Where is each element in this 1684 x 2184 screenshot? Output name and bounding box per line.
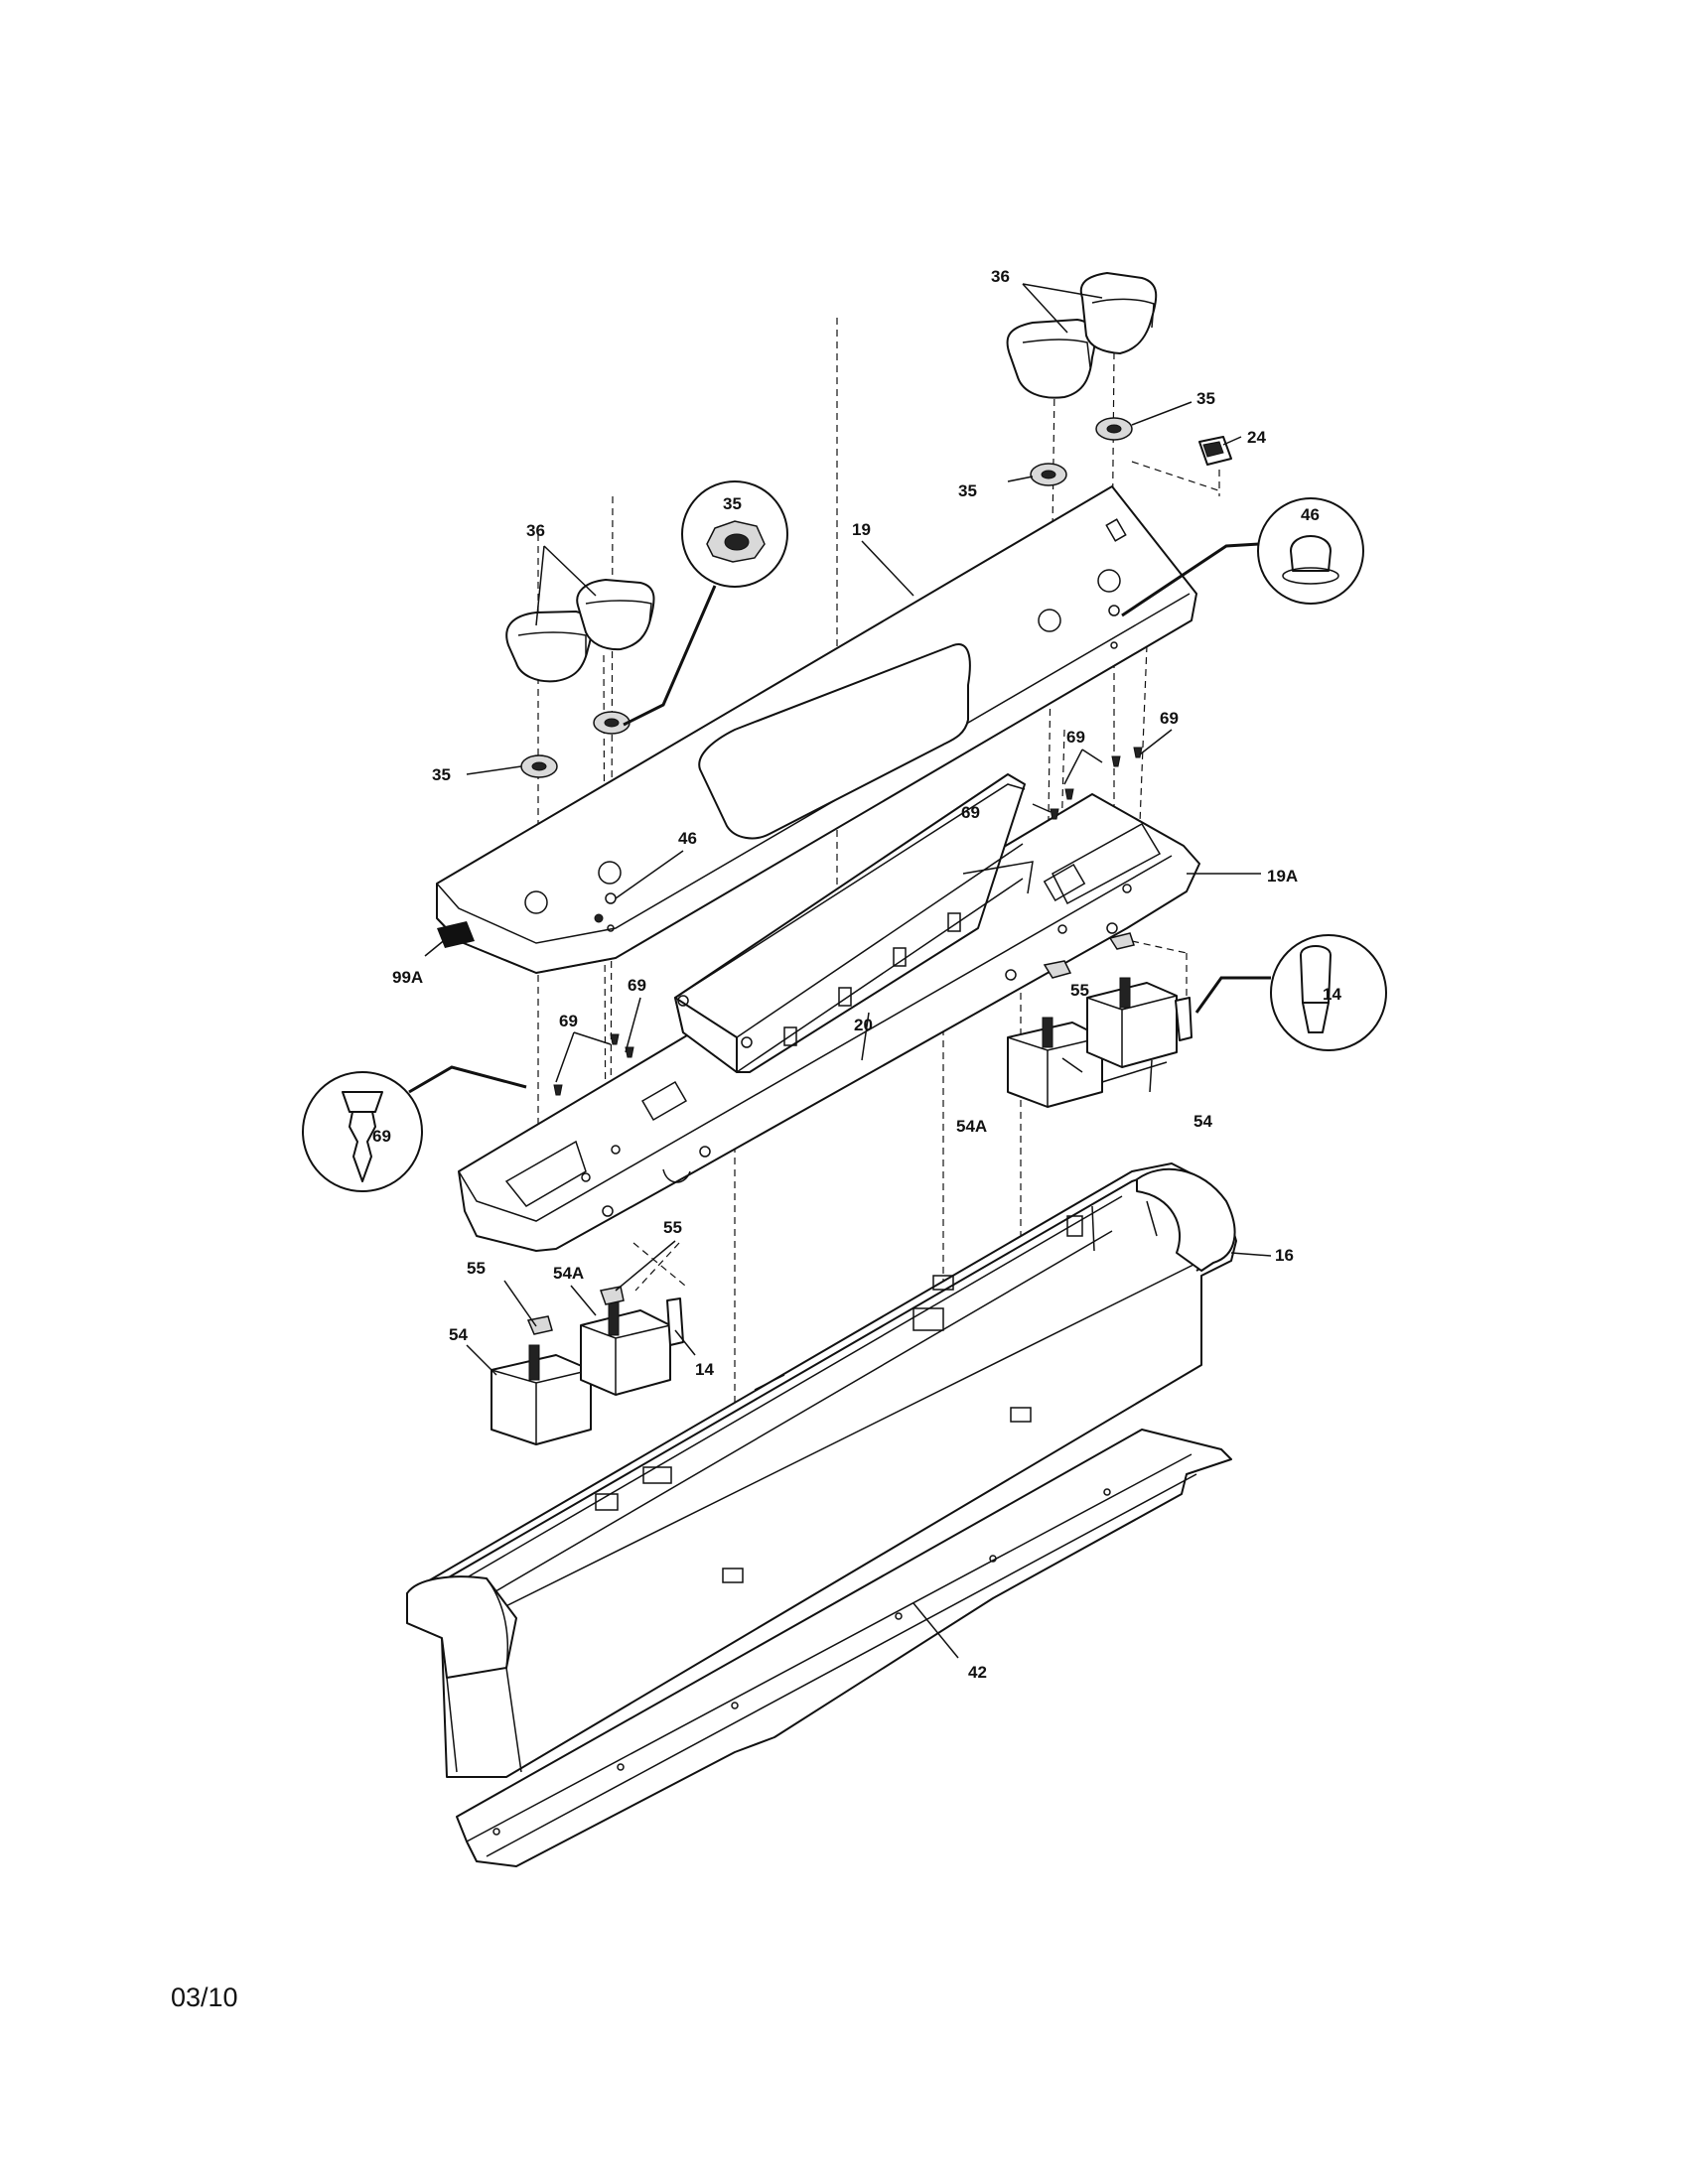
label-69-callout: 69 [372, 1127, 391, 1146]
label-69-b: 69 [1160, 709, 1179, 728]
label-54-left: 54 [449, 1325, 468, 1344]
label-36-left: 36 [526, 521, 545, 540]
control-panel-19 [436, 485, 1197, 974]
label-99a: 99A [392, 968, 423, 987]
label-46: 46 [678, 829, 697, 848]
clock-module-20 [674, 773, 1034, 1073]
label-20: 20 [854, 1016, 873, 1034]
rocker-switch-24 [1198, 436, 1232, 466]
callout-light-46 [1121, 497, 1364, 617]
label-46-callout: 46 [1301, 505, 1320, 524]
label-69-a: 69 [1066, 728, 1085, 747]
label-19: 19 [852, 520, 871, 539]
label-35-left: 35 [432, 765, 451, 784]
label-42: 42 [968, 1663, 987, 1682]
control-housing-16 [406, 1162, 1237, 1778]
wire-harness-99a [437, 921, 475, 948]
label-69-e: 69 [628, 976, 646, 995]
part-labels: 36 35 24 35 46 19 36 35 35 46 69 69 69 1… [372, 267, 1341, 1682]
infinite-switches-right [1007, 932, 1193, 1108]
label-35-callout: 35 [723, 494, 742, 513]
callout-lamp-14 [1194, 934, 1387, 1051]
label-35-mid-right: 35 [958, 481, 977, 500]
label-69-d: 69 [559, 1012, 578, 1030]
label-14-left: 14 [695, 1360, 714, 1379]
label-54a-left: 54A [553, 1264, 584, 1283]
label-35-top-right: 35 [1196, 389, 1215, 408]
knob-36-top-right [1006, 272, 1158, 399]
label-19a: 19A [1267, 867, 1298, 886]
label-55-right: 55 [1070, 981, 1089, 1000]
infinite-switches-left [491, 1286, 684, 1445]
label-36-top-right: 36 [991, 267, 1010, 286]
knob-36-left [505, 579, 655, 683]
label-55-left-a: 55 [467, 1259, 486, 1278]
label-69-c: 69 [961, 803, 980, 822]
label-54a-right: 54A [956, 1117, 987, 1136]
label-16: 16 [1275, 1246, 1294, 1265]
callout-bezel-35 [623, 480, 788, 727]
label-54-right: 54 [1193, 1112, 1212, 1131]
bezels-35 [520, 417, 1133, 778]
leader-lines [424, 283, 1272, 1659]
bracket-42 [456, 1429, 1232, 1867]
callout-screw-69 [302, 1065, 527, 1192]
small-hardware [553, 605, 1143, 1096]
label-55-left-b: 55 [663, 1218, 682, 1237]
date-code: 03/10 [171, 1982, 238, 2012]
label-14-callout: 14 [1323, 985, 1341, 1004]
label-24: 24 [1247, 428, 1266, 447]
